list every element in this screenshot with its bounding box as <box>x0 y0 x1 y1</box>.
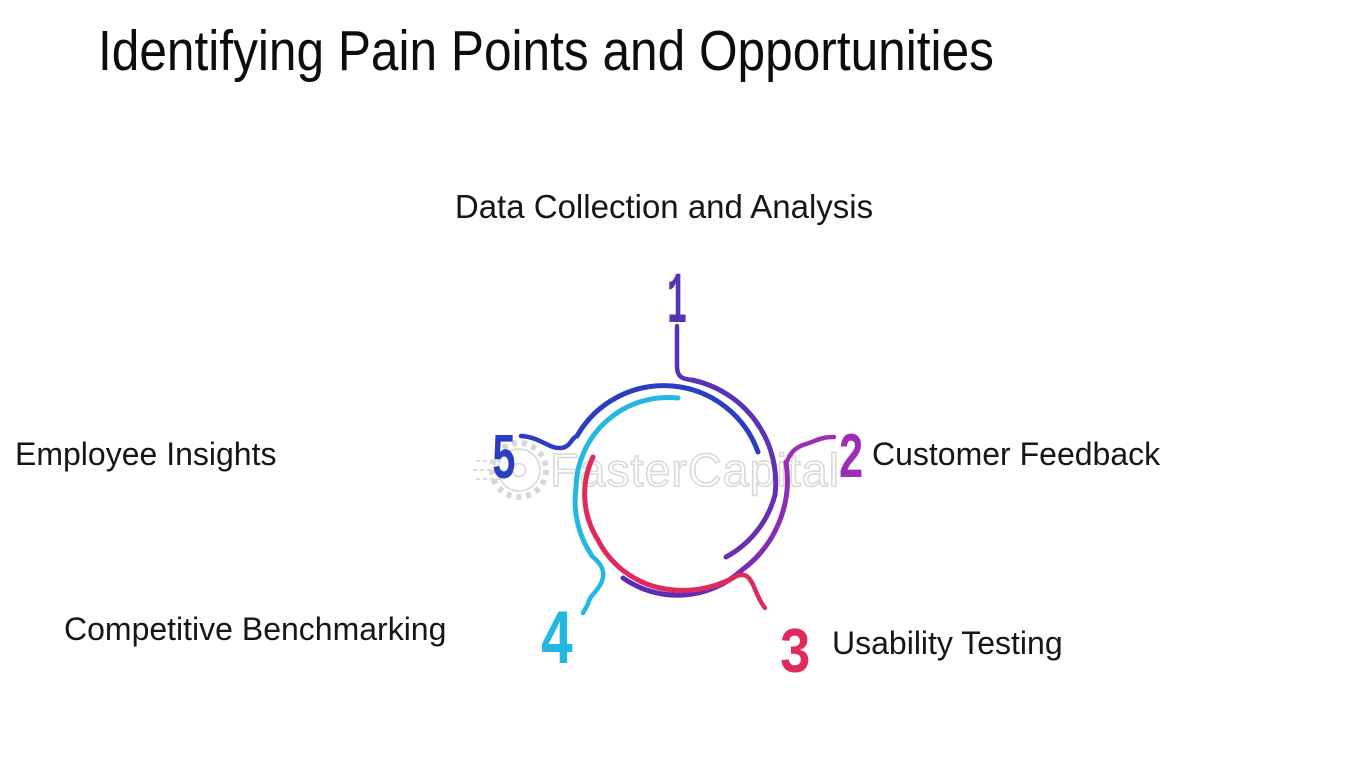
step-number-5: 5 <box>492 424 517 498</box>
step-label-employee-insights: Employee Insights <box>15 436 277 472</box>
connector-step-5 <box>518 433 580 451</box>
step-label-competitive-benchmarking: Competitive Benchmarking <box>64 611 447 647</box>
step-label-customer-feedback: Customer Feedback <box>872 436 1161 472</box>
gear-icon <box>489 440 549 500</box>
arc-step-1 <box>689 377 779 560</box>
arc-step-3 <box>582 454 736 593</box>
step-label-data-collection: Data Collection and Analysis <box>454 188 874 225</box>
arc-step-2 <box>620 459 790 598</box>
connector-step-1 <box>674 323 695 383</box>
connector-step-3 <box>730 572 768 611</box>
watermark-text: FasterCapital <box>550 444 840 496</box>
step-number-3: 3 <box>779 618 811 692</box>
page-title: Identifying Pain Points and Opportunitie… <box>98 19 994 83</box>
step-label-usability-testing: Usability Testing <box>832 625 1063 661</box>
step-number-2: 2 <box>838 423 864 497</box>
arc-step-5 <box>574 383 761 455</box>
connector-step-4 <box>580 553 606 616</box>
step-number-4: 4 <box>540 599 574 687</box>
connector-step-2 <box>783 434 837 467</box>
step-number-1: 1 <box>667 261 687 344</box>
arc-step-4 <box>572 394 681 559</box>
